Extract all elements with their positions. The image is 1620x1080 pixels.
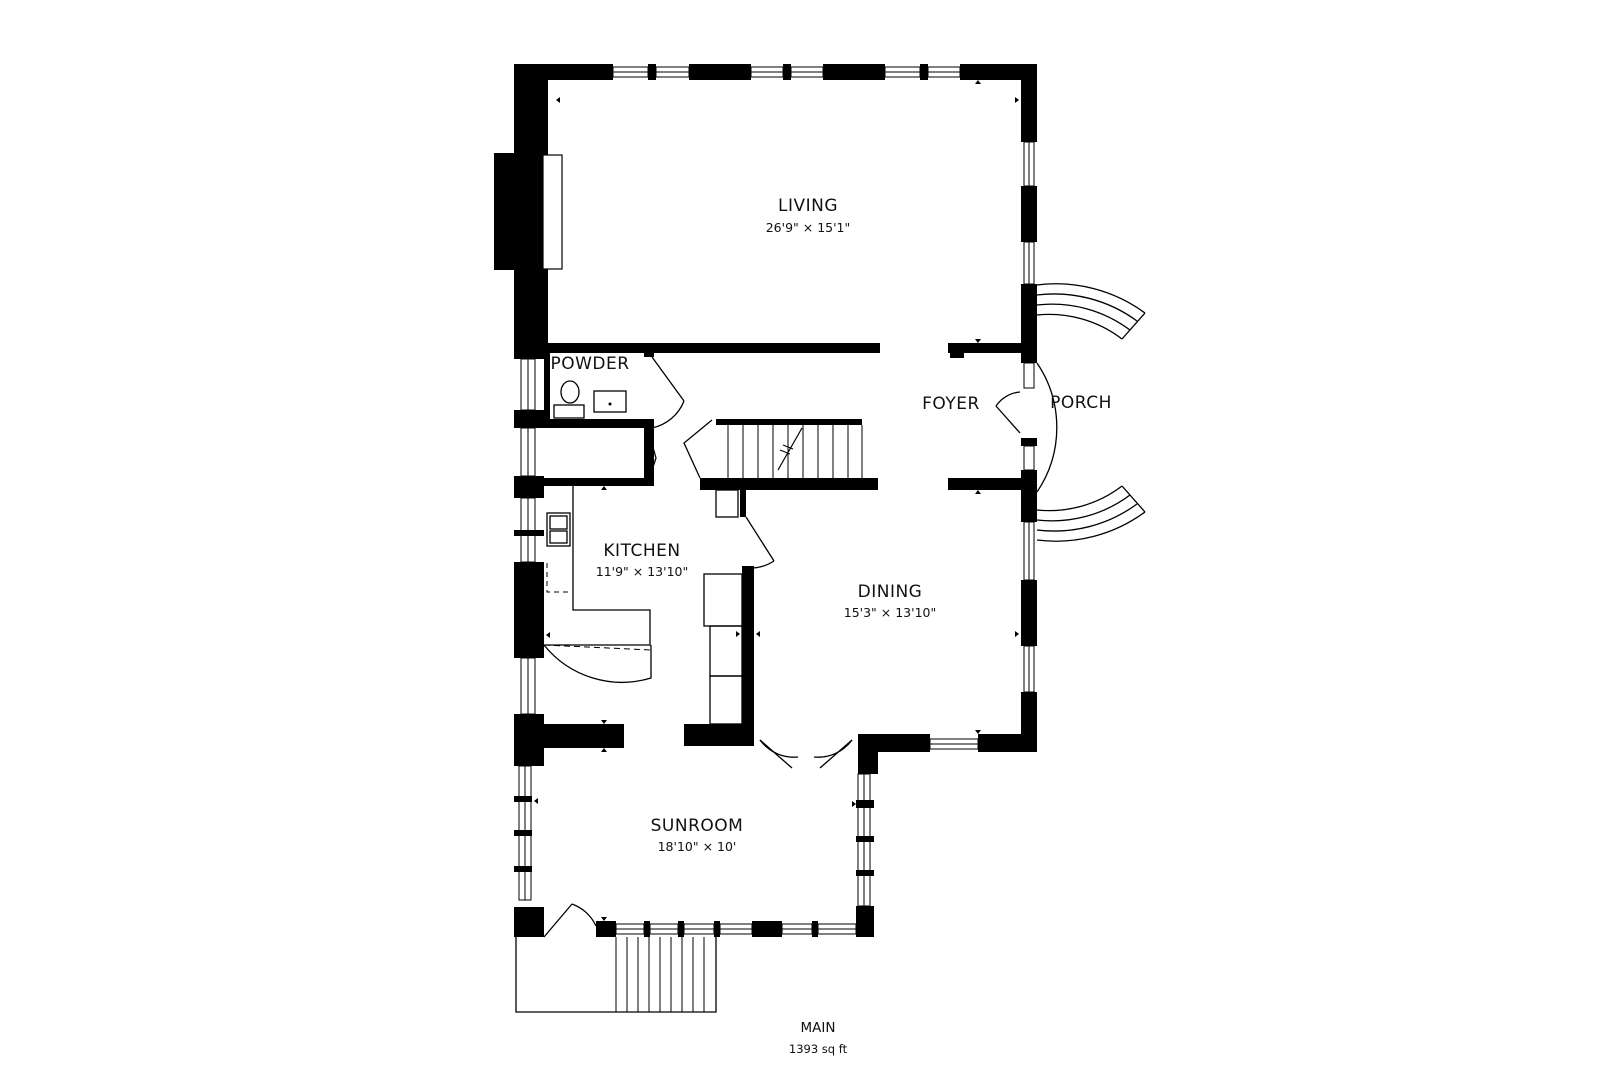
closet [544,429,657,486]
stairs [683,419,878,490]
porch-label: PORCH [1050,393,1112,413]
foyer-walls [948,343,1037,522]
powder-label: POWDER [550,354,629,374]
living-label: LIVING [778,196,838,216]
dining-label: DINING [858,582,923,602]
floor-area: 1393 sq ft [789,1042,848,1056]
sunroom-label: SUNROOM [651,816,744,836]
french-doors [759,739,853,769]
porch [1036,283,1146,542]
west-walls [514,358,544,766]
foyer-label: FOYER [922,394,980,414]
dining-south-wall [858,734,1037,774]
living-dimensions: 26'9" × 15'1" [766,220,851,235]
sunroom-dimensions: 18'10" × 10' [658,839,737,854]
fireplace [517,154,563,270]
kitchen-partition [684,489,775,746]
sunroom-walls [514,765,874,938]
north-windows [612,66,961,78]
living-south-wall [514,343,880,353]
dining-east-wall [1021,521,1037,752]
east-windows-living [1023,141,1035,285]
kitchen-label: KITCHEN [603,541,680,561]
exterior-walls [494,64,1037,359]
kitchen-south-wall [514,724,624,748]
kitchen-counter [543,486,652,683]
front-door [995,362,1037,471]
wall-markers [534,80,1019,921]
powder-room [544,353,685,485]
floor-name: MAIN [801,1020,836,1036]
kitchen-dimensions: 11'9" × 13'10" [596,564,688,579]
dining-dimensions: 15'3" × 13'10" [844,605,936,620]
exterior-steps [515,937,717,1013]
